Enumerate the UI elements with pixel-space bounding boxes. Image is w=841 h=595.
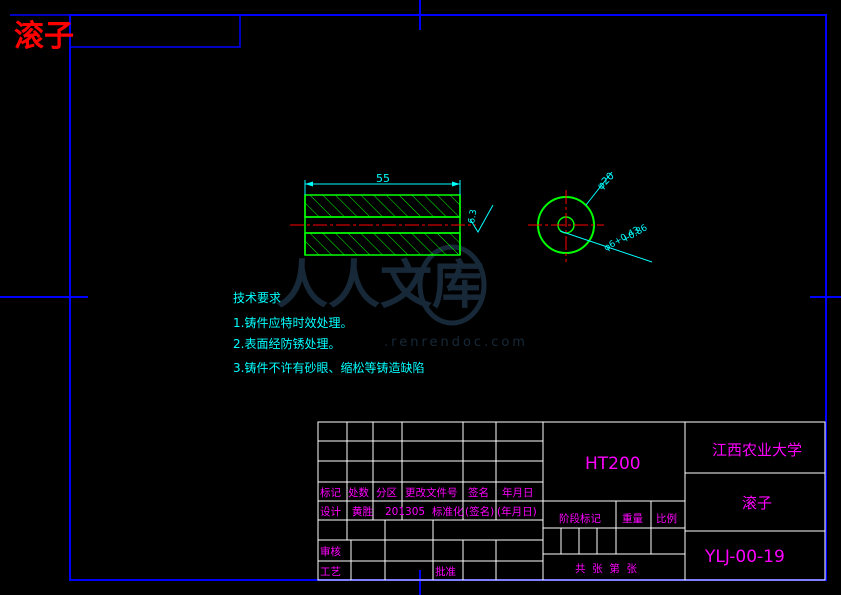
roller-side-view xyxy=(290,194,476,256)
watermark-url: .renrendoc.com xyxy=(384,335,528,350)
design-date: 201305 xyxy=(385,506,425,518)
standardize-label: 标准化 xyxy=(432,505,464,518)
header-date: 年月日 xyxy=(502,486,534,499)
scale-label: 比例 xyxy=(656,512,677,525)
material-label: HT200 xyxy=(585,454,641,474)
watermark: 人人文库 .renrendoc.com xyxy=(276,244,528,350)
tech-notes: 技术要求 1.铸件应特时效处理。 2.表面经防锈处理。 3.铸件不许有砂眼、缩松… xyxy=(233,291,424,375)
roughness-symbol: 6.3 xyxy=(467,204,494,233)
watermark-text: 人人文库 xyxy=(276,256,484,316)
roughness-label: 6.3 xyxy=(467,209,479,225)
sheets-label: 共 张 第 张 xyxy=(575,562,638,575)
drawing-number: YLJ-00-19 xyxy=(704,547,785,567)
header-count: 处数 xyxy=(348,486,369,499)
university-name: 江西农业大学 xyxy=(712,441,802,459)
tech-notes-heading: 技术要求 xyxy=(233,291,281,305)
corner-title: 滚子 xyxy=(14,19,74,54)
tech-note-item: 3.铸件不许有砂眼、缩松等铸造缺陷 xyxy=(233,360,424,375)
tech-note-item: 1.铸件应特时效处理。 xyxy=(233,315,352,330)
approve-label: 批准 xyxy=(435,565,456,578)
outer-diameter-label: φ20 xyxy=(595,171,616,192)
part-name: 滚子 xyxy=(742,494,772,512)
header-change-doc: 更改文件号 xyxy=(405,486,458,499)
header-zone: 分区 xyxy=(376,487,397,499)
length-dimension: 55 xyxy=(304,172,461,195)
roller-end-view: φ20 +0.86 φ6+0.43 xyxy=(528,171,653,263)
stage-label: 阶段标记 xyxy=(559,512,601,525)
weight-label: 重量 xyxy=(622,512,643,525)
designer-name: 黄胜 xyxy=(352,505,373,518)
length-dimension-label: 55 xyxy=(376,172,390,185)
date-label: (年月日) xyxy=(497,505,537,518)
header-mark: 标记 xyxy=(320,487,341,499)
design-label: 设计 xyxy=(320,505,341,518)
check-label: 审核 xyxy=(320,545,341,558)
tech-note-item: 2.表面经防锈处理。 xyxy=(233,336,340,351)
title-block: 标记 处数 分区 更改文件号 签名 年月日 设计 黄胜 201305 标准化 (… xyxy=(317,421,826,581)
sign-label: (签名) xyxy=(465,505,494,518)
header-signature: 签名 xyxy=(468,486,489,499)
process-label: 工艺 xyxy=(320,566,341,578)
